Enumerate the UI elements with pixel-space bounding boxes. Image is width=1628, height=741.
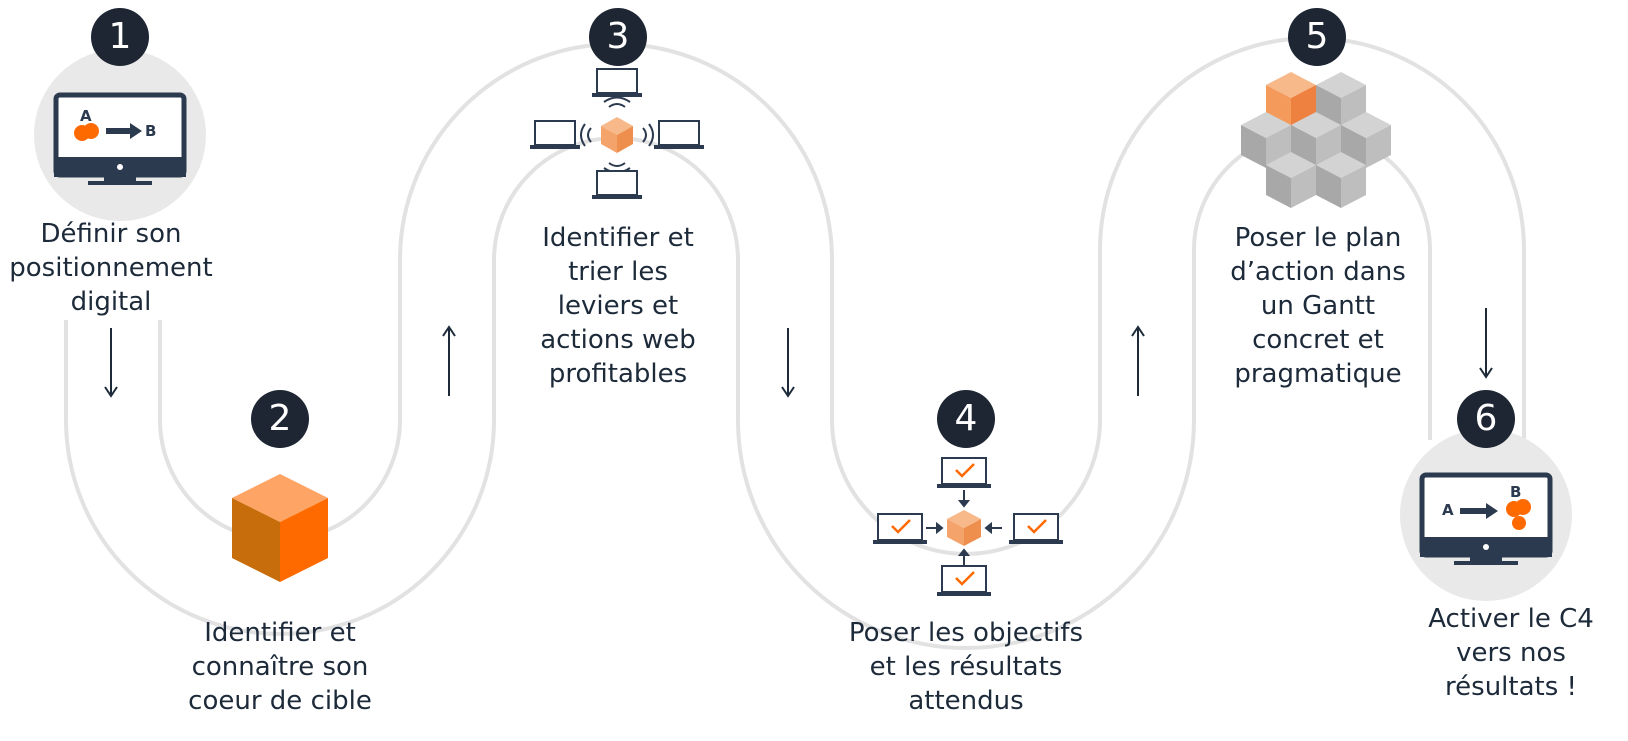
step-2-label: Identifier et connaître son coeur de cib… (188, 618, 372, 716)
direction-arrows (104, 308, 1493, 398)
gray-cube (1266, 152, 1316, 208)
step-5-label: Poser le plan d’action dans un Gantt con… (1230, 223, 1406, 389)
step-1-label: Définir son positionnement digital (9, 219, 213, 317)
svg-text:B: B (1510, 483, 1521, 501)
cube-checked-laptops-icon (873, 457, 1063, 596)
gray-cube (1341, 112, 1391, 168)
checked-laptop-right-icon (1009, 513, 1063, 544)
svg-text:A: A (80, 107, 92, 125)
cube-broadcast-laptops-icon (530, 68, 704, 199)
svg-text:B: B (145, 122, 156, 140)
step-4-badge: 4 (937, 390, 995, 448)
step-3-badge: 3 (589, 8, 647, 66)
step-6-label: Activer le C4 vers nos résultats ! (1428, 604, 1594, 702)
arrow-down-3-icon (781, 328, 795, 398)
step-4-label: Poser les objectifs et les résultats att… (848, 618, 1084, 716)
checked-laptop-left-icon (873, 513, 927, 544)
arrow-down-1-icon (104, 328, 118, 398)
winding-track (64, 36, 1526, 650)
cube-cluster-icon (1241, 72, 1391, 208)
arrow-up-4-icon (1131, 325, 1145, 396)
arrow-up-2-icon (442, 325, 456, 396)
step-5-badge: 5 (1288, 8, 1346, 66)
step-2-badge: 2 (251, 390, 309, 448)
step-3-label: Identifier et trier les leviers et actio… (540, 223, 696, 389)
step-1-badge: 1 (91, 8, 149, 66)
checked-laptop-top-icon (937, 457, 991, 488)
gray-cube (1316, 152, 1366, 208)
svg-text:A: A (1442, 501, 1454, 519)
monitor-a-to-b-icon: A B (1400, 429, 1572, 601)
orange-cube-icon (232, 474, 328, 582)
step-6-badge: 6 (1457, 390, 1515, 448)
laptop-right-icon (654, 120, 704, 149)
arrow-down-5-icon (1479, 308, 1493, 379)
laptop-top-icon (592, 68, 642, 97)
checked-laptop-bottom-icon (937, 565, 991, 596)
monitor-a-to-b-icon: A B (34, 49, 206, 221)
laptop-bottom-icon (592, 170, 642, 199)
laptop-left-icon (530, 120, 580, 149)
